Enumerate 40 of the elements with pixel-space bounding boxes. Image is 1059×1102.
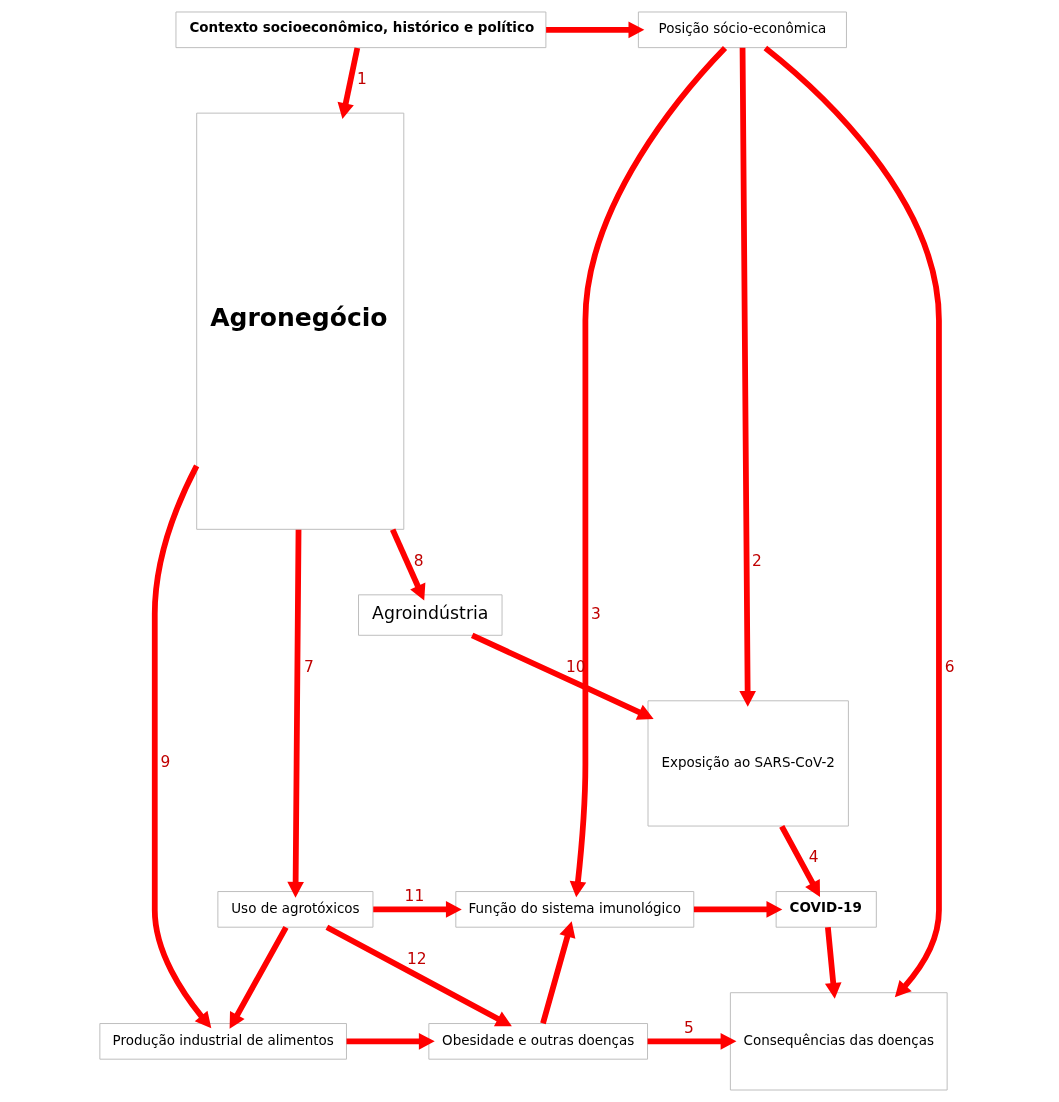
edge-label: 1 — [356, 70, 367, 89]
arrow — [545, 21, 644, 39]
edge-label: 12 — [406, 949, 427, 968]
arrow — [647, 1033, 736, 1050]
edge-label: 7 — [303, 657, 314, 676]
node-box: Exposição ao SARS-CoV-2 — [647, 700, 849, 827]
arrow — [824, 927, 842, 999]
edge-label: 2 — [751, 551, 762, 570]
edge-label: 8 — [413, 551, 424, 570]
node-box: Função do sistema imunológico — [454, 891, 694, 928]
edge-label: 11 — [404, 887, 424, 906]
arrow — [325, 924, 512, 1027]
arrow — [229, 925, 288, 1029]
node-box: Uso de agrotóxicos — [216, 891, 373, 928]
edge-label: 6 — [944, 657, 954, 676]
arrow — [337, 47, 360, 119]
edge-label: 4 — [808, 848, 819, 867]
node-box: Contexto socioeconômico, histórico e político — [175, 11, 546, 49]
arrow — [738, 47, 756, 707]
node-box: Agronegócio — [195, 112, 404, 530]
arrow — [569, 45, 727, 898]
node-box: COVID-19 — [775, 891, 877, 928]
node-box: Produção industrial de alimentos — [98, 1023, 347, 1060]
edge-label: 3 — [590, 604, 601, 623]
edge-label: 5 — [683, 1019, 694, 1038]
arrow — [346, 1033, 435, 1050]
node-box: Consequências das doenças — [729, 992, 948, 1091]
arrow — [778, 824, 820, 897]
arrow — [286, 529, 304, 898]
arrow — [539, 921, 575, 1025]
arrow — [389, 528, 425, 601]
arrow — [372, 901, 462, 918]
arrow — [693, 901, 782, 918]
arrow — [470, 632, 654, 720]
node-box: Obesidade e outras doenças — [427, 1023, 648, 1060]
node-box: Posição sócio-econômica — [637, 11, 847, 49]
arrow — [763, 45, 942, 998]
node-box: Agroindústria — [357, 594, 503, 636]
arrow — [151, 464, 211, 1029]
edge-label: 9 — [159, 753, 170, 772]
